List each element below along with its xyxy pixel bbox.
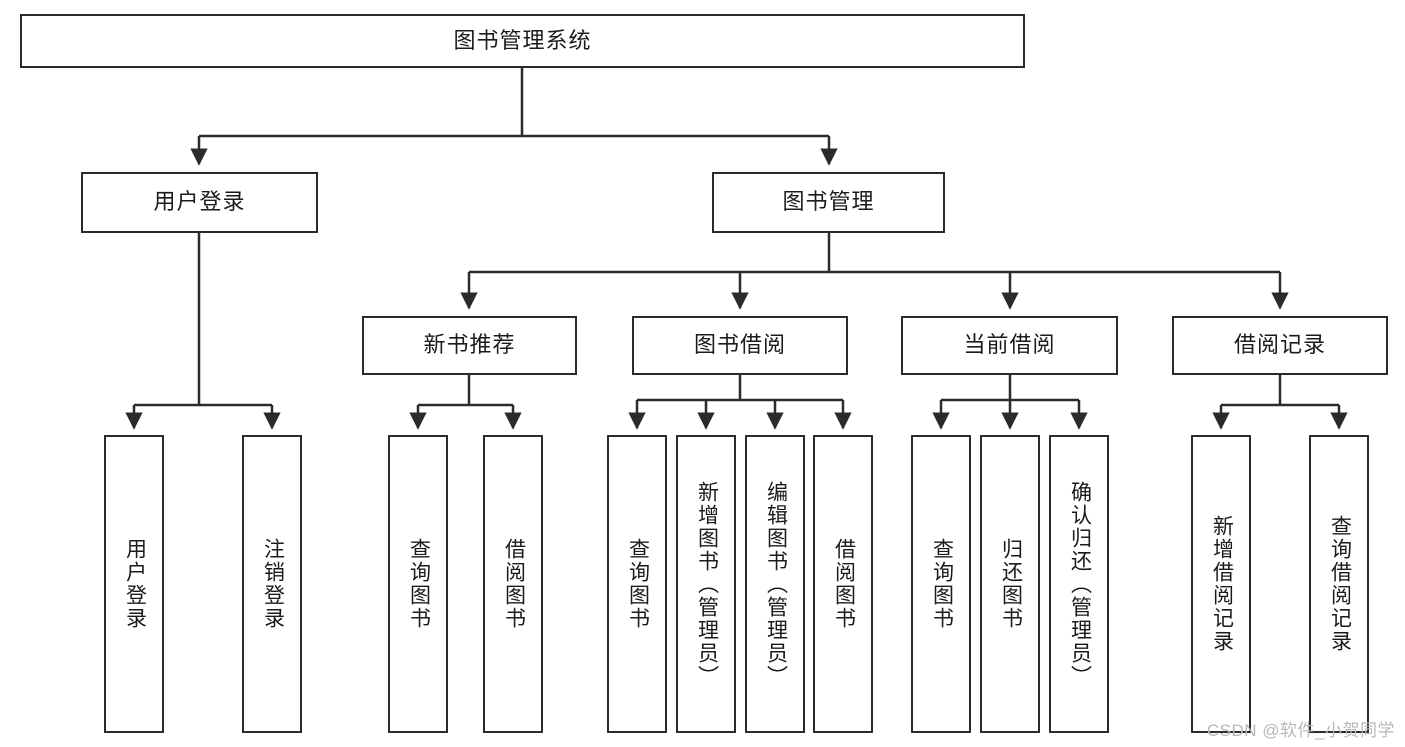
leaf-add-book[interactable]: 新增图书（管理员）	[676, 435, 736, 733]
node-borrow-record[interactable]: 借阅记录	[1172, 316, 1388, 375]
node-current-borrow-label: 当前借阅	[963, 332, 1056, 358]
leaf-add-record-label: 新增借阅记录	[1210, 515, 1234, 653]
node-new-book-recommend[interactable]: 新书推荐	[362, 316, 577, 375]
leaf-add-book-label: 新增图书（管理员）	[695, 480, 719, 688]
node-current-borrow[interactable]: 当前借阅	[901, 316, 1118, 375]
node-user-login-label: 用户登录	[153, 189, 246, 215]
leaf-edit-book[interactable]: 编辑图书（管理员）	[745, 435, 805, 733]
leaf-confirm-return[interactable]: 确认归还（管理员）	[1049, 435, 1109, 733]
node-book-borrow[interactable]: 图书借阅	[632, 316, 848, 375]
node-book-management-label: 图书管理	[782, 189, 875, 215]
node-book-borrow-label: 图书借阅	[693, 332, 786, 358]
node-user-login[interactable]: 用户登录	[81, 172, 318, 233]
leaf-user-login[interactable]: 用户登录	[104, 435, 164, 733]
node-new-book-recommend-label: 新书推荐	[423, 332, 516, 358]
leaf-user-logout[interactable]: 注销登录	[242, 435, 302, 733]
leaf-borrow-book-2[interactable]: 借阅图书	[813, 435, 873, 733]
leaf-borrow-book-1-label: 借阅图书	[502, 538, 526, 630]
leaf-query-book-3-label: 查询图书	[930, 538, 954, 630]
node-borrow-record-label: 借阅记录	[1233, 332, 1326, 358]
leaf-query-book-1-label: 查询图书	[407, 538, 431, 630]
leaf-query-book-1[interactable]: 查询图书	[388, 435, 448, 733]
node-root-label: 图书管理系统	[453, 27, 592, 53]
leaf-borrow-book-2-label: 借阅图书	[832, 538, 856, 630]
node-book-management[interactable]: 图书管理	[712, 172, 945, 233]
watermark: CSDN @软件_小贺同学	[1206, 721, 1395, 740]
leaf-query-record-label: 查询借阅记录	[1328, 515, 1352, 653]
leaf-query-book-2-label: 查询图书	[626, 538, 650, 630]
node-root[interactable]: 图书管理系统	[20, 14, 1025, 68]
leaf-return-book-label: 归还图书	[999, 538, 1023, 630]
leaf-confirm-return-label: 确认归还（管理员）	[1068, 480, 1092, 688]
leaf-borrow-book-1[interactable]: 借阅图书	[483, 435, 543, 733]
leaf-user-logout-label: 注销登录	[261, 538, 285, 630]
leaf-user-login-label: 用户登录	[123, 538, 147, 630]
leaf-query-record[interactable]: 查询借阅记录	[1309, 435, 1369, 733]
leaf-query-book-3[interactable]: 查询图书	[911, 435, 971, 733]
leaf-return-book[interactable]: 归还图书	[980, 435, 1040, 733]
leaf-query-book-2[interactable]: 查询图书	[607, 435, 667, 733]
leaf-add-record[interactable]: 新增借阅记录	[1191, 435, 1251, 733]
leaf-edit-book-label: 编辑图书（管理员）	[764, 480, 788, 688]
